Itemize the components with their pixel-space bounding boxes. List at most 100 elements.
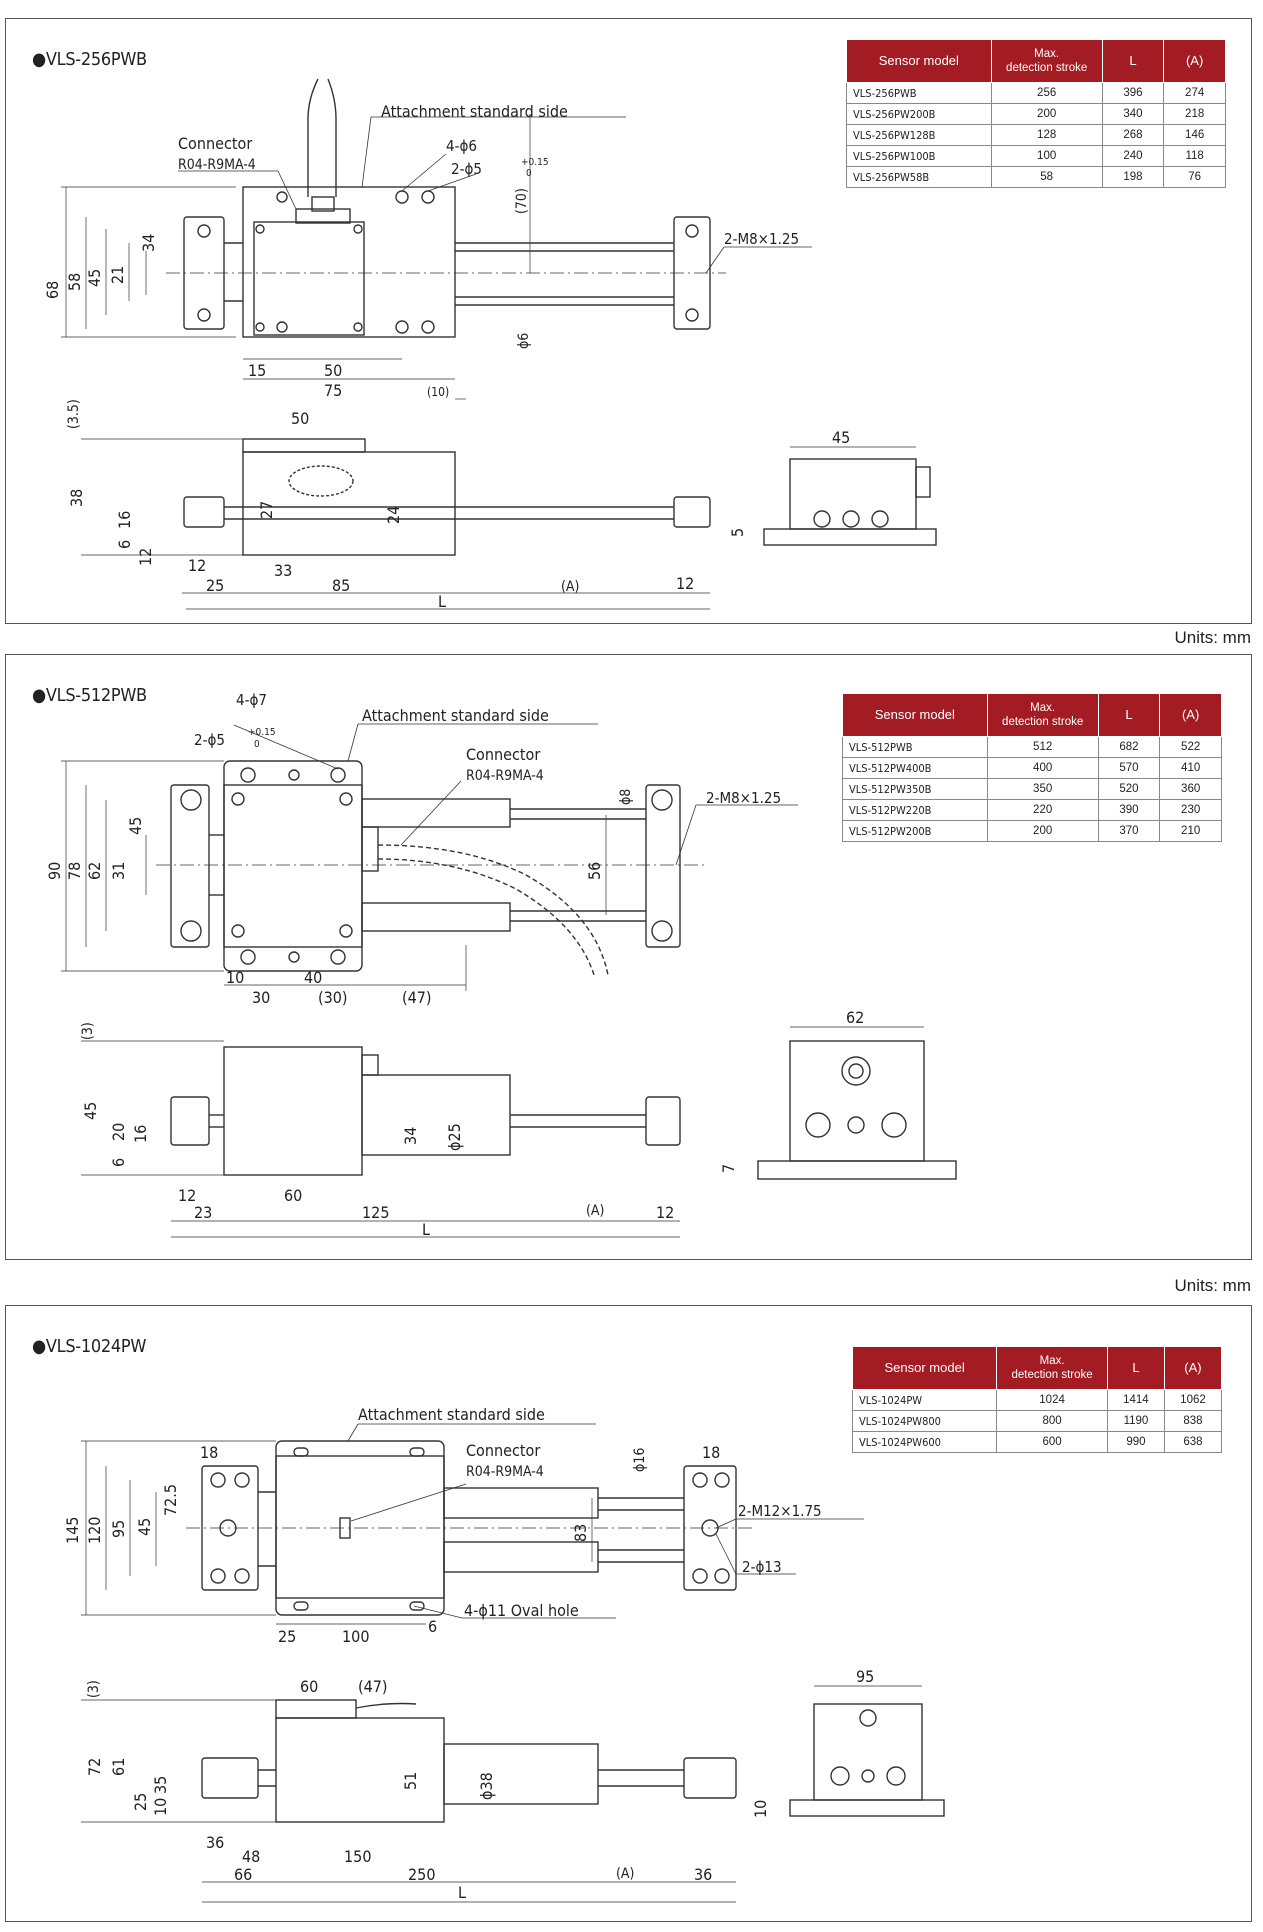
dim-31: 31: [109, 862, 128, 880]
dim-33: 33: [274, 561, 292, 580]
label-attachment: Attachment standard side: [381, 102, 568, 121]
th-stroke: Max. detection stroke: [996, 1346, 1108, 1390]
label-holes-1: 4-ϕ7: [236, 691, 267, 709]
dim-6: 6: [428, 1617, 437, 1636]
dim-10: (10): [427, 385, 449, 399]
dim-120: 120: [85, 1517, 104, 1544]
dim-68: 68: [43, 281, 62, 299]
dim-10: 10: [226, 968, 244, 987]
dim-l: L: [458, 1883, 466, 1902]
label-connector: Connector: [178, 134, 252, 153]
label-rod: ϕ6: [516, 333, 532, 349]
dim-l: L: [438, 592, 446, 611]
dim-56: 56: [585, 862, 604, 880]
th-l: L: [1097, 693, 1161, 737]
dim-3: (3): [86, 1680, 102, 1698]
dim-250: 250: [408, 1865, 435, 1884]
dim-90: 90: [45, 862, 64, 880]
panel-vls-256pwb: ●VLS-256PWB: [5, 18, 1252, 624]
th-a: (A): [1163, 1346, 1223, 1390]
dim-60: 60: [300, 1677, 318, 1696]
technical-drawing: Attachment standard side Connector R04-R…: [63, 1405, 945, 1903]
dim-3: (3): [80, 1022, 96, 1040]
panel-title: ●VLS-256PWB: [32, 49, 147, 70]
dim-150: 150: [344, 1847, 371, 1866]
dim-25: 25: [206, 576, 224, 595]
dim-6: 6: [115, 540, 134, 549]
dim-45: 45: [135, 1518, 154, 1536]
dim-5: 5: [728, 528, 747, 537]
dim-61: 61: [109, 1758, 128, 1776]
dim-3-5: (3.5): [66, 399, 82, 429]
dim-30: 30: [252, 988, 270, 1007]
dim-45-end: 45: [832, 428, 850, 447]
dim-85: 85: [332, 576, 350, 595]
dim-70: (70): [514, 188, 530, 214]
label-tol: +0.15: [248, 727, 276, 738]
dim-21: 21: [108, 266, 127, 284]
dim-38: 38: [67, 489, 86, 507]
dim-15: 15: [248, 361, 266, 380]
dim-62: 62: [85, 862, 104, 880]
th-model: Sensor model: [846, 39, 992, 83]
label-rod: ϕ8: [618, 789, 634, 805]
sensor-body-side: [223, 1046, 363, 1176]
label-rod: ϕ16: [632, 1448, 648, 1472]
dim-18b: 18: [702, 1443, 720, 1462]
label-thread: 2-M8×1.25: [706, 789, 781, 807]
dim-62-end: 62: [846, 1008, 864, 1027]
end-block-left: [170, 784, 210, 948]
th-model: Sensor model: [842, 693, 988, 737]
dim-58: 58: [65, 273, 84, 291]
dim-12: 12: [136, 548, 155, 566]
dim-12b: 12: [188, 556, 206, 575]
dim-145: 145: [63, 1517, 82, 1544]
label-connector-model: R04-R9MA-4: [466, 1464, 544, 1480]
panel-title: ●VLS-1024PW: [32, 1336, 147, 1357]
panel-title: ●VLS-512PWB: [32, 685, 147, 706]
dim-45-side: 45: [81, 1102, 100, 1120]
label-tol0: 0: [254, 739, 260, 750]
dim-23: 23: [194, 1203, 212, 1222]
label-connector-model: R04-R9MA-4: [178, 157, 256, 173]
dim-20: 20: [109, 1123, 128, 1141]
dim-6: 6: [109, 1158, 128, 1167]
panel-vls-1024pw: ●VLS-1024PW: [5, 1305, 1252, 1922]
dim-100: 100: [342, 1627, 369, 1646]
dim-45: 45: [85, 269, 104, 287]
th-l: L: [1101, 39, 1165, 83]
label-holes-2: 2-ϕ5: [451, 160, 482, 178]
th-stroke: Max. detection stroke: [986, 693, 1099, 737]
dim-a: (A): [561, 579, 579, 595]
dim-12c: 12: [676, 574, 694, 593]
dim-72: 72: [85, 1758, 104, 1776]
th-model: Sensor model: [851, 1346, 998, 1390]
dim-25: ϕ25: [445, 1123, 464, 1151]
technical-drawing: Attachment standard side Connector R04-R…: [45, 691, 957, 1239]
label-holes-1: 4-ϕ6: [446, 137, 477, 155]
dim-25-side: 25: [131, 1793, 150, 1811]
dim-95: 95: [109, 1520, 128, 1538]
units-note: Units: mm: [1174, 1276, 1252, 1295]
dim-34: 34: [139, 234, 158, 252]
label-thread: 2-M8×1.25: [724, 230, 799, 248]
dim-60: 60: [284, 1186, 302, 1205]
dim-36b: 36: [694, 1865, 712, 1884]
units-note: Units: mm: [1174, 628, 1252, 647]
dim-a: (A): [616, 1866, 634, 1882]
panel-vls-512pwb: ●VLS-512PWB: [5, 654, 1252, 1260]
dim-38: ϕ38: [477, 1772, 496, 1800]
dim-51: 51: [401, 1772, 420, 1790]
dim-45: 45: [126, 817, 145, 835]
dim-l: L: [422, 1220, 430, 1239]
